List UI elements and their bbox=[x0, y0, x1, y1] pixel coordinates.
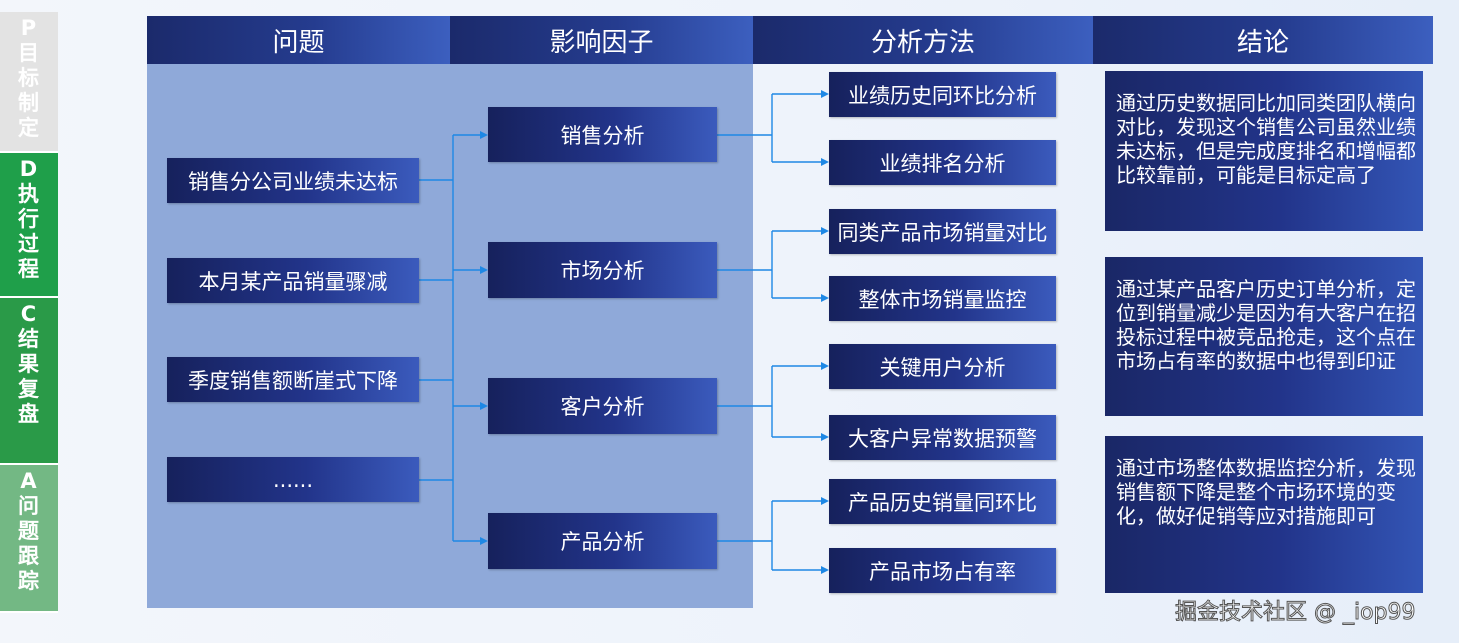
header-conclusion: 结论 bbox=[1093, 16, 1433, 64]
header-method: 分析方法 bbox=[753, 16, 1093, 64]
arrowhead bbox=[480, 537, 488, 545]
method-box: 同类产品市场销量对比 bbox=[829, 209, 1056, 254]
factor-box: 市场分析 bbox=[488, 242, 717, 298]
problem-box: ...... bbox=[167, 457, 419, 502]
arrowhead bbox=[821, 497, 829, 505]
factor-box: 产品分析 bbox=[488, 513, 717, 569]
pdca-check: C 结 果 复 盘 bbox=[0, 298, 58, 465]
pdca-plan-label: 目 标 制 定 bbox=[18, 41, 40, 140]
problem-box: 销售分公司业绩未达标 bbox=[167, 158, 419, 203]
method-box: 业绩排名分析 bbox=[829, 140, 1056, 185]
arrowhead bbox=[821, 227, 829, 235]
arrowhead bbox=[480, 402, 488, 410]
arrowhead bbox=[480, 266, 488, 274]
arrowhead bbox=[821, 158, 829, 166]
method-box: 业绩历史同环比分析 bbox=[829, 72, 1056, 117]
pdca-do-letter: D bbox=[19, 157, 39, 181]
header-problem: 问题 bbox=[147, 16, 450, 64]
pdca-do: D 执 行 过 程 bbox=[0, 153, 58, 298]
arrowhead bbox=[480, 131, 488, 139]
arrowhead bbox=[821, 90, 829, 98]
method-box: 关键用户分析 bbox=[829, 344, 1056, 389]
factor-box: 销售分析 bbox=[488, 107, 717, 162]
pdca-do-label: 执 行 过 程 bbox=[18, 182, 40, 281]
pdca-act-label: 问 题 跟 踪 bbox=[18, 494, 40, 593]
arrowhead bbox=[821, 433, 829, 441]
arrowhead bbox=[821, 362, 829, 370]
conclusion-box: 通过某产品客户历史订单分析，定位到销量减少是因为有大客户在招投标过程中被竞品抢走… bbox=[1105, 257, 1423, 416]
arrowhead bbox=[821, 566, 829, 574]
problem-box: 本月某产品销量骤减 bbox=[167, 258, 419, 303]
method-box: 产品市场占有率 bbox=[829, 548, 1056, 593]
method-box: 整体市场销量监控 bbox=[829, 276, 1056, 321]
pdca-check-letter: C bbox=[20, 302, 38, 326]
header-factor: 影响因子 bbox=[450, 16, 753, 64]
method-box: 产品历史销量同环比 bbox=[829, 479, 1056, 524]
problem-box: 季度销售额断崖式下降 bbox=[167, 357, 419, 402]
pdca-plan-letter: P bbox=[20, 16, 38, 40]
conclusion-box: 通过历史数据同比加同类团队横向对比，发现这个销售公司虽然业绩未达标，但是完成度排… bbox=[1105, 71, 1423, 231]
pdca-act: A 问 题 跟 踪 bbox=[0, 465, 58, 613]
pdca-check-label: 结 果 复 盘 bbox=[18, 327, 40, 426]
watermark: 掘金技术社区 @ _iop99 bbox=[1175, 600, 1417, 626]
conclusion-box: 通过市场整体数据监控分析，发现销售额下降是整个市场环境的变化，做好促销等应对措施… bbox=[1105, 436, 1423, 593]
method-box: 大客户异常数据预警 bbox=[829, 415, 1056, 460]
pdca-act-letter: A bbox=[20, 469, 38, 493]
factor-box: 客户分析 bbox=[488, 378, 717, 434]
pdca-plan: P 目 标 制 定 bbox=[0, 12, 58, 153]
arrowhead bbox=[821, 294, 829, 302]
